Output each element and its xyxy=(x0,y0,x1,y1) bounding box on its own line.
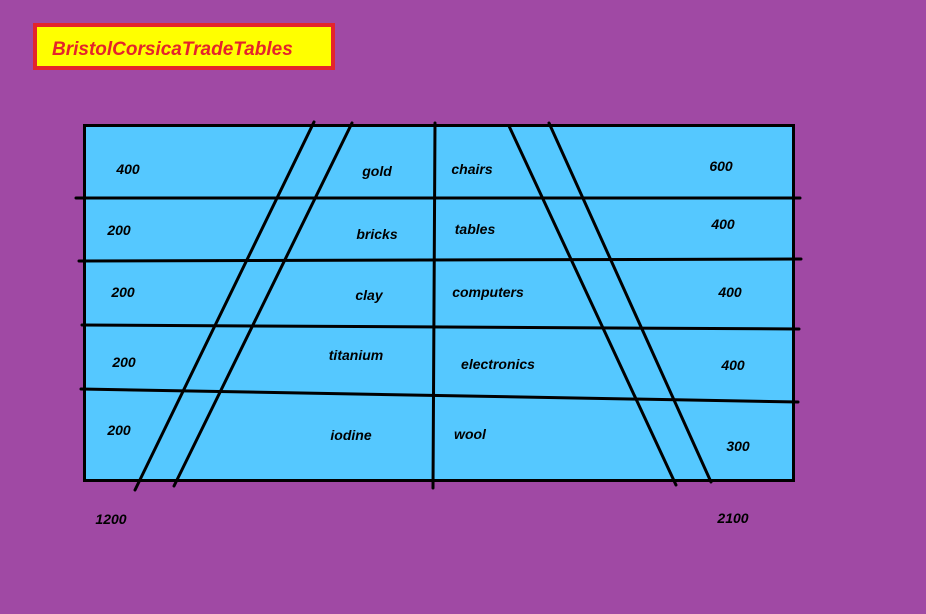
right-value: 300 xyxy=(726,438,750,454)
title-box: BristolCorsicaTradeTables xyxy=(33,23,335,70)
right-item: chairs xyxy=(451,161,493,177)
right-item: tables xyxy=(454,221,496,237)
right-value: 400 xyxy=(718,284,742,300)
title: BristolCorsicaTradeTables xyxy=(52,39,293,60)
left-item: clay xyxy=(355,287,383,303)
right-value: 400 xyxy=(711,216,735,232)
right-item: wool xyxy=(454,426,486,442)
trade-table xyxy=(83,124,795,482)
right-total: 2100 xyxy=(717,510,749,526)
right-value: 400 xyxy=(721,357,745,373)
right-item: electronics xyxy=(461,356,535,372)
left-item: iodine xyxy=(330,427,372,443)
left-value: 200 xyxy=(107,222,131,238)
left-value: 400 xyxy=(116,161,140,177)
left-value: 200 xyxy=(112,354,136,370)
right-value: 600 xyxy=(709,158,733,174)
left-value: 200 xyxy=(107,422,131,438)
left-total: 1200 xyxy=(95,511,127,527)
left-item: gold xyxy=(362,163,392,179)
left-value: 200 xyxy=(111,284,135,300)
right-item: computers xyxy=(452,284,524,300)
left-item: bricks xyxy=(356,226,398,242)
left-item: titanium xyxy=(328,347,384,363)
